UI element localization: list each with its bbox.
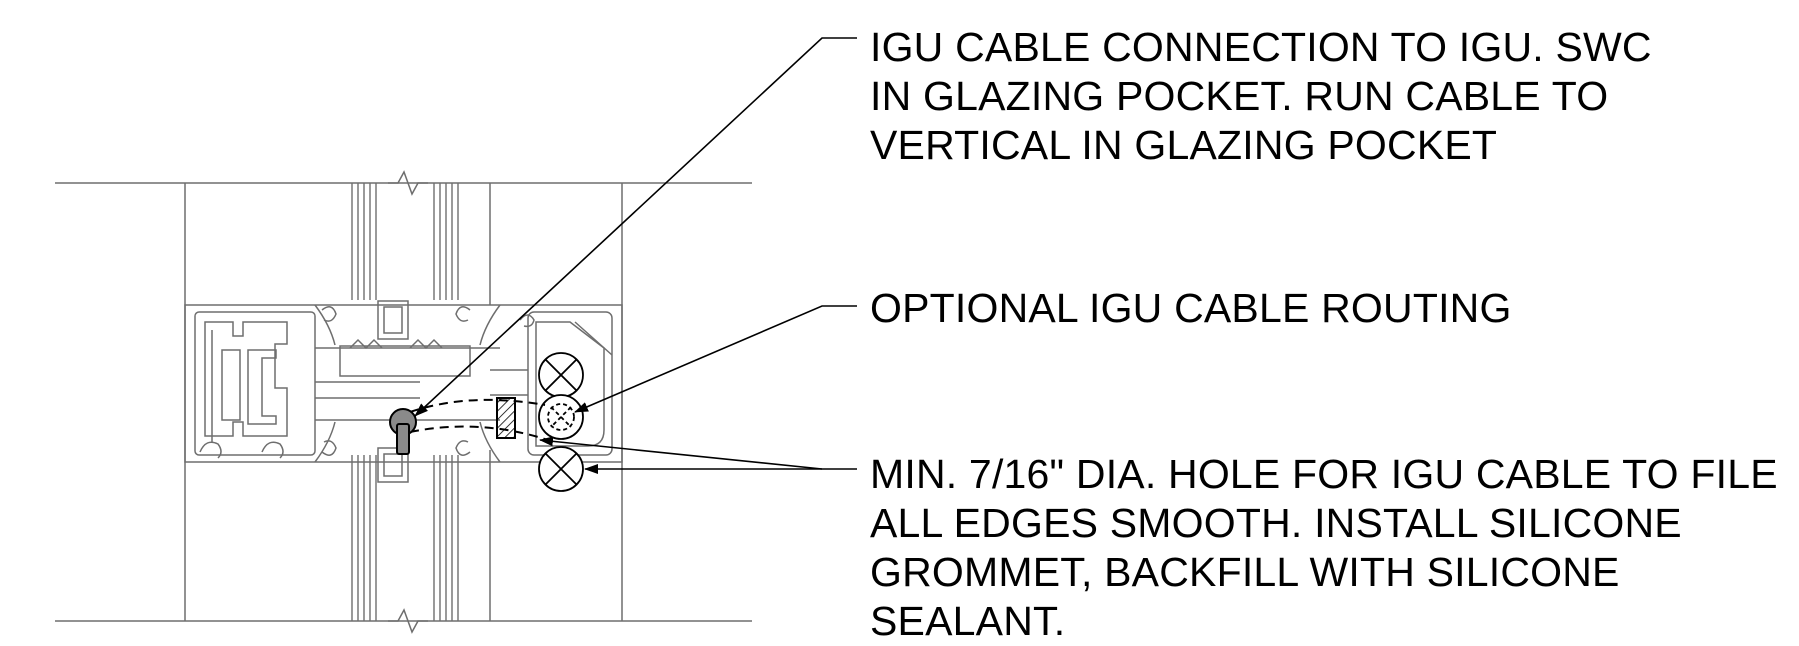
note-hole-spec: MIN. 7/16" DIA. HOLE FOR IGU CABLE TO FI…	[870, 450, 1778, 646]
leader-optional-routing	[574, 305, 857, 413]
note-line: IGU CABLE CONNECTION TO IGU. SWC	[870, 24, 1652, 70]
cable-route-dashed	[409, 398, 549, 441]
note-line: VERTICAL IN GLAZING POCKET	[870, 122, 1498, 168]
cable-hole-upper	[538, 352, 584, 398]
leader-hole-spec	[539, 436, 857, 474]
note-line: OPTIONAL IGU CABLE ROUTING	[870, 285, 1512, 331]
leader-igu-connection	[414, 37, 857, 417]
note-line: IN GLAZING POCKET. RUN CABLE TO	[870, 73, 1609, 119]
note-line: MIN. 7/16" DIA. HOLE FOR IGU CABLE TO FI…	[870, 451, 1778, 497]
break-symbol-bottom	[388, 608, 428, 634]
panel-outline	[55, 182, 752, 622]
break-symbol-top	[388, 170, 428, 196]
mullion-frame	[184, 300, 623, 483]
cable-hole-optional	[538, 394, 584, 440]
note-line: SEALANT.	[870, 598, 1066, 644]
note-line: GROMMET, BACKFILL WITH SILICONE	[870, 549, 1620, 595]
note-igu-connection: IGU CABLE CONNECTION TO IGU. SWC IN GLAZ…	[870, 23, 1652, 170]
note-optional-routing: OPTIONAL IGU CABLE ROUTING	[870, 284, 1512, 333]
glazing-upper	[351, 183, 459, 300]
igu-connector	[389, 408, 417, 455]
glazing-lower	[351, 455, 459, 621]
note-line: ALL EDGES SMOOTH. INSTALL SILICONE	[870, 500, 1682, 546]
silicone-grommet	[496, 397, 516, 439]
cable-hole-main	[538, 446, 584, 492]
